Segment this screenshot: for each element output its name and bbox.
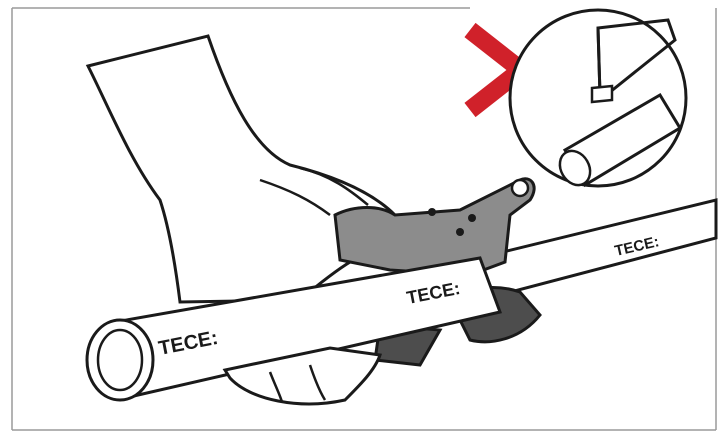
hacksaw-on-pipe-icon	[510, 10, 686, 191]
